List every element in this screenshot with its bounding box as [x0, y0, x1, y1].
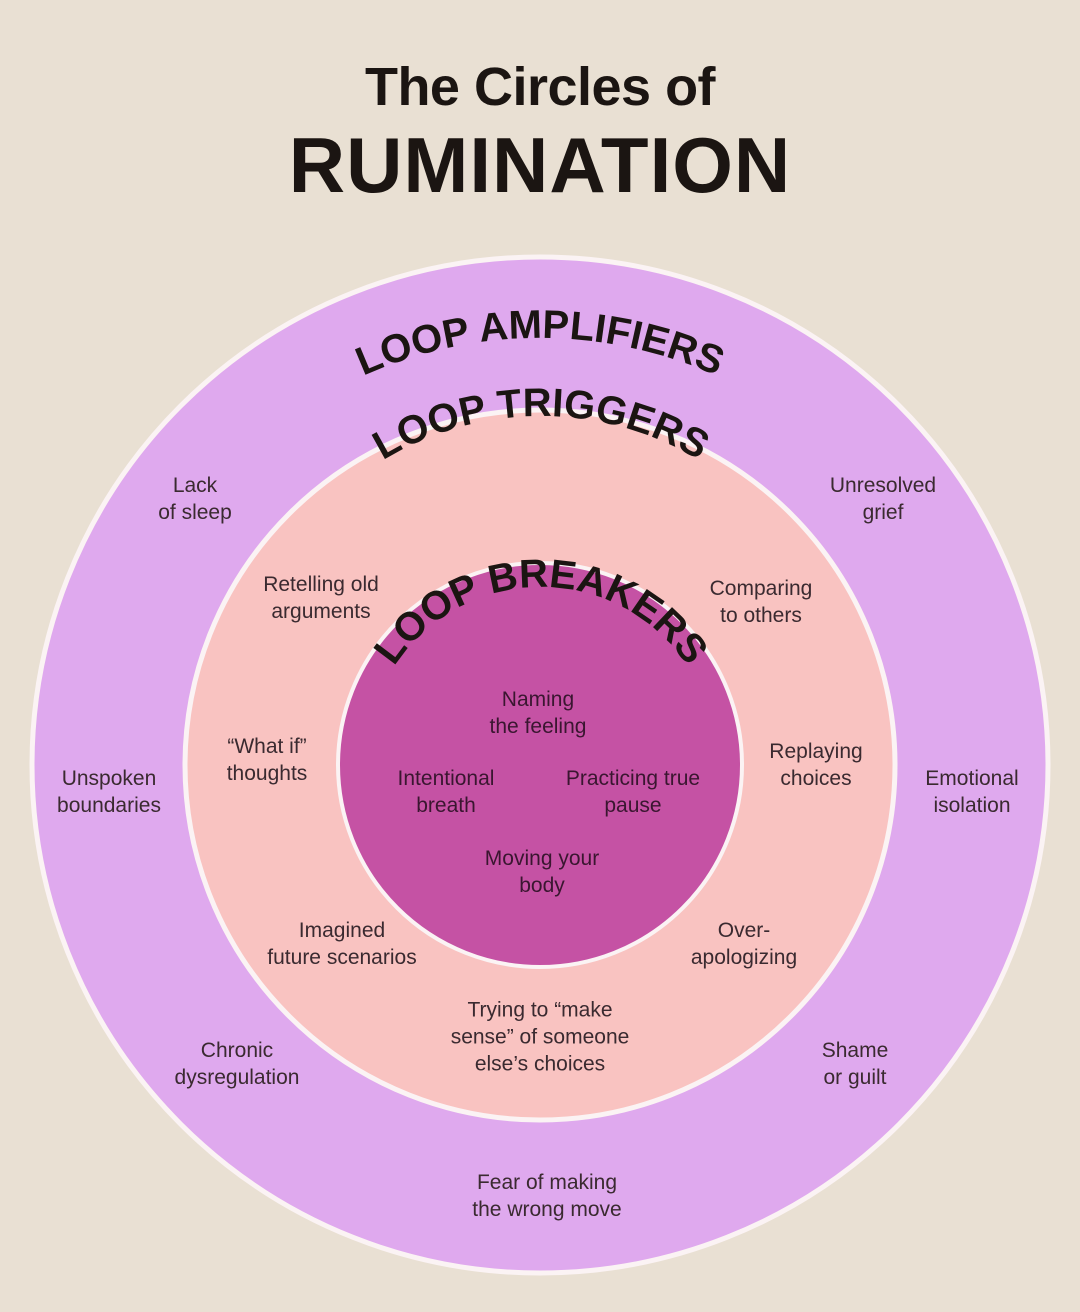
middle-item: Replaying choices	[769, 740, 863, 790]
inner-circle	[336, 561, 744, 969]
middle-item: “What if” thoughts	[226, 735, 308, 785]
outer-item: Lack of sleep	[158, 474, 232, 524]
outer-item: Emotional isolation	[925, 767, 1019, 817]
middle-item: Retelling old arguments	[263, 573, 379, 623]
middle-item: Imagined future scenarios	[267, 919, 417, 969]
middle-item: Over- apologizing	[690, 919, 798, 969]
inner-item: Practicing true pause	[565, 767, 701, 817]
outer-item: Shame or guilt	[821, 1039, 889, 1089]
title-line-2: RUMINATION	[288, 121, 792, 209]
middle-item: Comparing to others	[709, 577, 813, 627]
inner-item: Moving your body	[484, 847, 600, 897]
inner-item: Intentional breath	[397, 767, 495, 817]
inner-item: Naming the feeling	[489, 688, 587, 738]
middle-item: Trying to “make sense” of someone else’s…	[450, 998, 630, 1076]
outer-item: Fear of making the wrong move	[472, 1171, 622, 1221]
outer-item: Chronic dysregulation	[174, 1039, 300, 1089]
outer-item: Unresolved grief	[829, 474, 937, 524]
title-line-1: The Circles of	[364, 57, 716, 117]
outer-item: Unspoken boundaries	[57, 767, 161, 817]
